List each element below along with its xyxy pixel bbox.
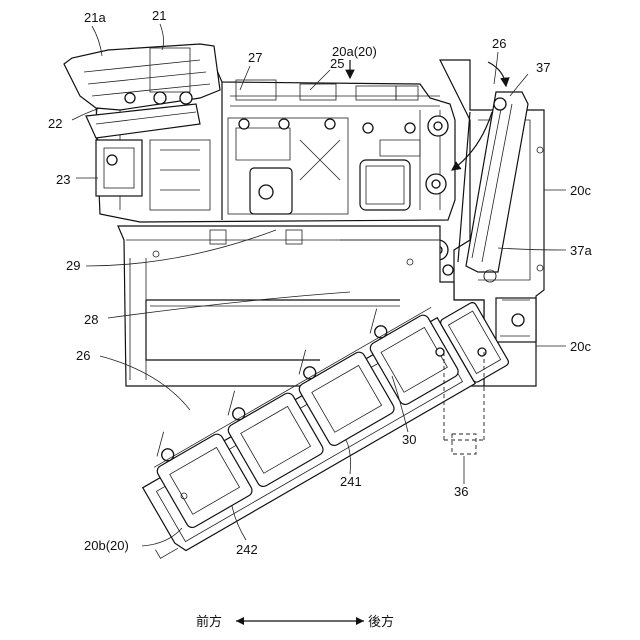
label-28: 28 bbox=[84, 312, 98, 327]
label-20c-mid: 20c bbox=[570, 339, 591, 354]
rotation-arrow bbox=[488, 62, 506, 86]
label-26-left: 26 bbox=[76, 348, 90, 363]
label-22: 22 bbox=[48, 116, 62, 131]
label-21a: 21a bbox=[84, 10, 106, 25]
label-36: 36 bbox=[454, 484, 468, 499]
label-37: 37 bbox=[536, 60, 550, 75]
rear-label: 後方 bbox=[368, 614, 394, 630]
label-20b: 20b(20) bbox=[84, 538, 129, 553]
label-30: 30 bbox=[402, 432, 416, 447]
label-241: 241 bbox=[340, 474, 362, 489]
label-29: 29 bbox=[66, 258, 80, 273]
label-21: 21 bbox=[152, 8, 166, 23]
label-26-top: 26 bbox=[492, 36, 506, 51]
label-25: 25 bbox=[330, 56, 344, 71]
front-label: 前方 bbox=[196, 614, 222, 630]
label-37a: 37a bbox=[570, 243, 592, 258]
label-20c-top: 20c bbox=[570, 183, 591, 198]
label-27: 27 bbox=[248, 50, 262, 65]
label-23: 23 bbox=[56, 172, 70, 187]
direction-indicator: 前方 後方 bbox=[196, 614, 394, 630]
label-242: 242 bbox=[236, 542, 258, 557]
